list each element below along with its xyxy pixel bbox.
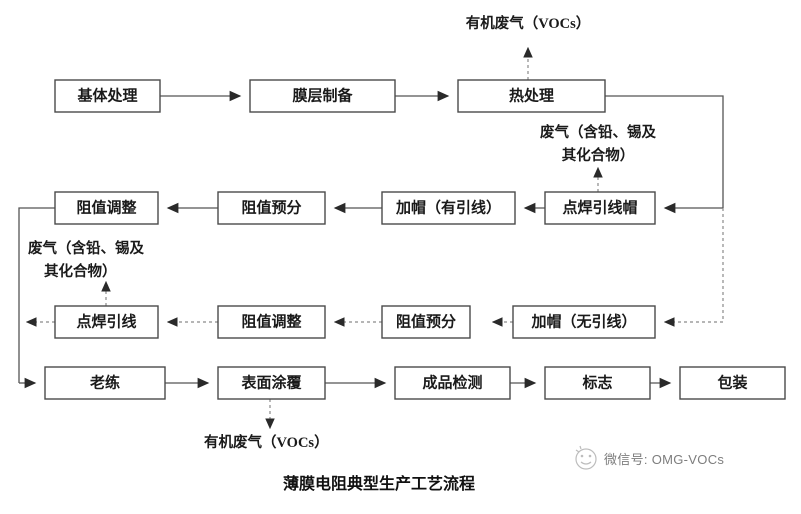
node-label: 加帽（无引线） — [530, 312, 636, 330]
node-label: 老练 — [89, 373, 120, 391]
emission-labels: 有机废气（VOCs） 废气（含铅、锡及 其化合物） 废气（含铅、锡及 其化合物）… — [28, 14, 656, 451]
node-label: 标志 — [581, 373, 612, 391]
node-rect — [217, 305, 326, 339]
emission-label-waste-gas-weld-cap-line1: 废气（含铅、锡及 — [540, 123, 656, 141]
node-label: 加帽（有引线） — [395, 198, 501, 216]
node-rect — [544, 366, 651, 400]
node-box-rechuli[interactable]: 热处理 — [457, 79, 606, 113]
node-label: 包装 — [717, 373, 748, 391]
node-label: 膜层制备 — [292, 86, 353, 104]
emission-arrow-group — [101, 46, 603, 430]
node-rect — [512, 305, 656, 339]
node-label: 基体处理 — [76, 86, 137, 104]
node-box-zuzhitiaozheng-row2[interactable]: 阻值调整 — [54, 191, 159, 225]
node-rect — [457, 79, 606, 113]
node-rect — [381, 305, 471, 339]
node-box-jiamao-wuyinxian[interactable]: 加帽（无引线） — [512, 305, 656, 339]
node-rect — [544, 191, 656, 225]
node-box-dianhanyinxianmao[interactable]: 点焊引线帽 — [544, 191, 656, 225]
node-label: 阻值预分 — [396, 312, 456, 330]
emission-label-waste-gas-weld-cap-line2: 其化合物） — [562, 146, 635, 164]
emission-label-vocs-coating: 有机废气（VOCs） — [204, 433, 329, 451]
node-box-laolian[interactable]: 老练 — [44, 366, 166, 400]
connector-group-row1 — [160, 90, 724, 327]
node-box-biaozhi[interactable]: 标志 — [544, 366, 651, 400]
node-label: 阻值调整 — [76, 198, 136, 216]
node-rect — [394, 366, 511, 400]
smiley-face-icon — [575, 445, 597, 470]
emission-label-vocs-heat: 有机废气（VOCs） — [466, 14, 591, 32]
node-label: 热处理 — [509, 86, 554, 104]
node-box-zuzhiyufen-row2[interactable]: 阻值预分 — [217, 191, 326, 225]
connector-n4-left-bus — [18, 207, 55, 383]
watermark-text: 微信号: OMG-VOCs — [604, 452, 724, 467]
node-label: 表面涂覆 — [241, 373, 302, 391]
watermark-group: 微信号: OMG-VOCs — [575, 445, 724, 470]
node-box-jiamao-youyinxian[interactable]: 加帽（有引线） — [381, 191, 516, 225]
node-label: 点焊引线 — [76, 312, 136, 330]
emission-label-waste-gas-weld-lead-line1: 废气（含铅、锡及 — [28, 239, 144, 257]
node-box-mocengzhibei[interactable]: 膜层制备 — [249, 79, 396, 113]
emission-label-waste-gas-weld-lead-line2: 其化合物） — [44, 262, 117, 280]
node-rect — [679, 366, 786, 400]
node-box-zuzhitiaozheng-row3[interactable]: 阻值调整 — [217, 305, 326, 339]
node-rect — [249, 79, 396, 113]
node-label: 成品检测 — [422, 373, 482, 391]
node-rect — [381, 191, 516, 225]
node-box-dianhanyinxian[interactable]: 点焊引线 — [54, 305, 159, 339]
node-label: 点焊引线帽 — [562, 198, 637, 216]
node-rect — [54, 305, 159, 339]
node-label: 阻值调整 — [241, 312, 301, 330]
diagram-title: 薄膜电阻典型生产工艺流程 — [283, 474, 475, 493]
node-box-baozhuang[interactable]: 包装 — [679, 366, 786, 400]
node-box-chengpinjiance[interactable]: 成品检测 — [394, 366, 511, 400]
node-rect — [44, 366, 166, 400]
node-rect — [54, 79, 161, 113]
node-label: 阻值预分 — [241, 198, 301, 216]
node-boxes: 基体处理 膜层制备 热处理 阻值调整 阻值预分 加帽（有引线） — [44, 79, 786, 400]
node-box-biaomiantufu[interactable]: 表面涂覆 — [217, 366, 326, 400]
connector-n3-right-bus — [605, 95, 724, 208]
node-rect — [217, 366, 326, 400]
node-rect — [54, 191, 159, 225]
connector-group-row2 — [18, 202, 545, 389]
node-rect — [217, 191, 326, 225]
node-box-zuzhiyufen-row3[interactable]: 阻值预分 — [381, 305, 471, 339]
node-box-jitichuli[interactable]: 基体处理 — [54, 79, 161, 113]
